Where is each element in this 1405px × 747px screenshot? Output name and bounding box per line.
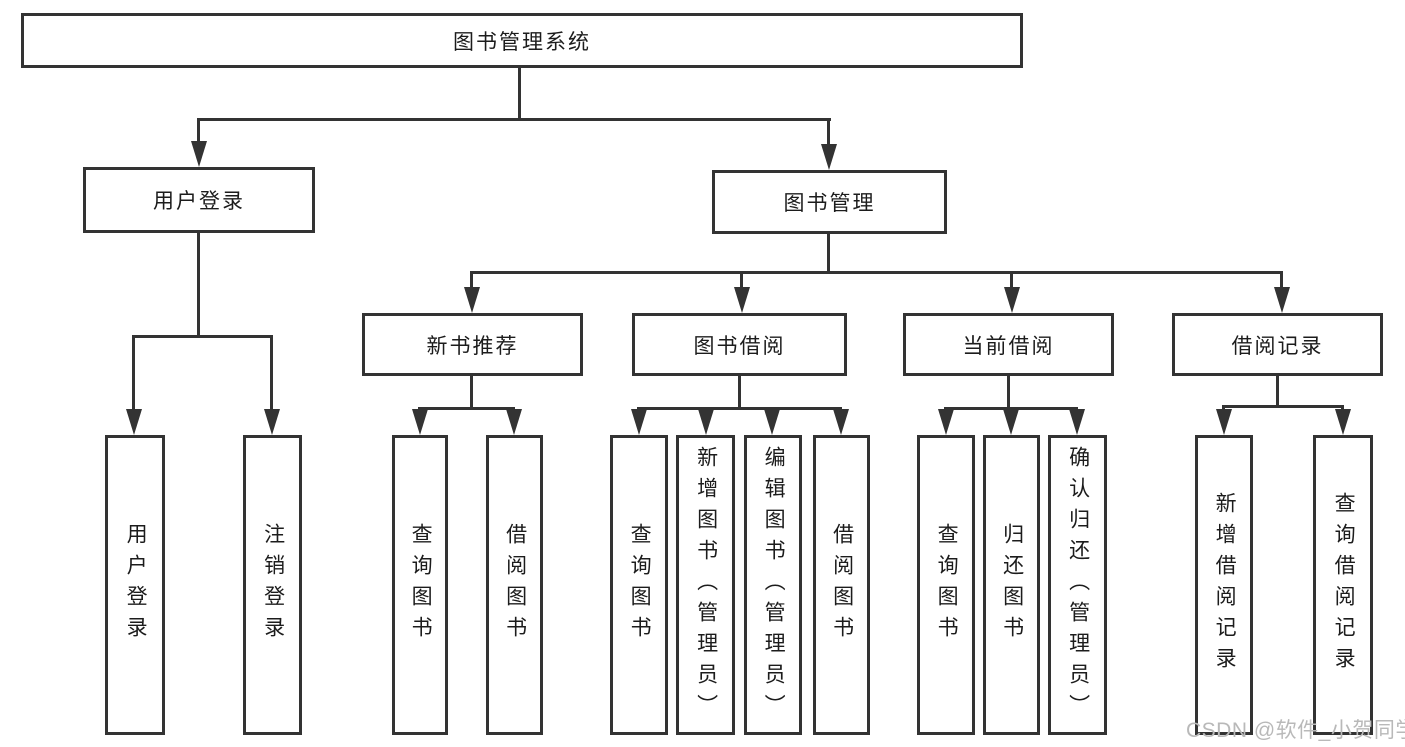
arrow-down-icon	[264, 409, 280, 435]
node-label: 图书借阅	[693, 334, 786, 358]
connector-line	[827, 118, 830, 146]
leaf-query-borrow-record: 查询借阅记录	[1313, 435, 1373, 735]
arrow-down-icon	[412, 409, 428, 435]
leaf-label: 借阅图书	[503, 523, 527, 647]
leaf-label: 查询图书	[409, 523, 433, 647]
arrow-down-icon	[833, 409, 849, 435]
leaf-edit-books-admin: 编辑图书（管理员）	[744, 435, 802, 735]
connector-line	[470, 271, 1283, 274]
leaf-label: 查询借阅记录	[1332, 492, 1356, 678]
node-user-login: 用户登录	[83, 167, 315, 233]
node-book-borrowing: 图书借阅	[632, 313, 847, 376]
leaf-label: 确认归还（管理员）	[1066, 445, 1090, 725]
arrow-down-icon	[734, 287, 750, 313]
connector-line	[197, 118, 200, 143]
arrow-down-icon	[764, 409, 780, 435]
connector-line	[1276, 376, 1279, 407]
connector-line	[132, 335, 135, 411]
connector-line	[827, 234, 830, 273]
leaf-borrow-books-recommend: 借阅图书	[486, 435, 543, 735]
arrow-down-icon	[191, 141, 207, 167]
leaf-query-books-recommend: 查询图书	[392, 435, 448, 735]
leaf-label: 编辑图书（管理员）	[762, 445, 786, 725]
connector-line	[132, 335, 273, 338]
connector-line	[738, 376, 741, 409]
arrow-down-icon	[1335, 409, 1351, 435]
connector-line	[1007, 376, 1010, 409]
leaf-label: 查询图书	[628, 523, 652, 647]
connector-line	[197, 233, 200, 337]
leaf-query-books-current: 查询图书	[917, 435, 975, 735]
connector-line	[197, 118, 831, 121]
arrow-down-icon	[464, 287, 480, 313]
arrow-down-icon	[1069, 409, 1085, 435]
leaf-label: 新增图书（管理员）	[694, 445, 718, 725]
connector-line	[1010, 271, 1013, 289]
arrow-down-icon	[698, 409, 714, 435]
connector-line	[1222, 405, 1344, 408]
connector-line	[637, 407, 842, 410]
node-label: 当前借阅	[962, 334, 1055, 358]
leaf-logout: 注销登录	[243, 435, 302, 735]
connector-line	[470, 376, 473, 409]
leaf-label: 注销登录	[261, 523, 285, 647]
leaf-add-books-admin: 新增图书（管理员）	[676, 435, 735, 735]
arrow-down-icon	[1003, 409, 1019, 435]
connector-line	[270, 335, 273, 411]
leaf-add-borrow-record: 新增借阅记录	[1195, 435, 1253, 735]
node-label: 图书管理系统	[453, 30, 591, 54]
leaf-query-books-borrowing: 查询图书	[610, 435, 668, 735]
node-root-book-management-system: 图书管理系统	[21, 13, 1023, 68]
node-label: 新书推荐	[426, 334, 519, 358]
leaf-label: 归还图书	[1000, 523, 1024, 647]
leaf-label: 查询图书	[935, 523, 959, 647]
leaf-user-login: 用户登录	[105, 435, 165, 735]
arrow-down-icon	[1274, 287, 1290, 313]
connector-line	[518, 68, 521, 120]
connector-line	[1280, 271, 1283, 289]
leaf-label: 新增借阅记录	[1213, 492, 1237, 678]
node-borrowing-records: 借阅记录	[1172, 313, 1383, 376]
node-label: 借阅记录	[1231, 334, 1324, 358]
arrow-down-icon	[1216, 409, 1232, 435]
arrow-down-icon	[1004, 287, 1020, 313]
node-current-borrowing: 当前借阅	[903, 313, 1114, 376]
arrow-down-icon	[126, 409, 142, 435]
leaf-return-books: 归还图书	[983, 435, 1040, 735]
leaf-label: 用户登录	[124, 523, 148, 647]
arrow-down-icon	[938, 409, 954, 435]
connector-line	[418, 407, 515, 410]
node-book-management: 图书管理	[712, 170, 947, 234]
arrow-down-icon	[821, 144, 837, 170]
leaf-label: 借阅图书	[830, 523, 854, 647]
node-label: 图书管理	[783, 192, 876, 215]
connector-line	[740, 271, 743, 289]
arrow-down-icon	[631, 409, 647, 435]
csdn-watermark: CSDN @软件_小贺同学	[1186, 719, 1405, 742]
connector-line	[470, 271, 473, 289]
leaf-confirm-return-admin: 确认归还（管理员）	[1048, 435, 1107, 735]
node-label: 用户登录	[153, 190, 245, 213]
leaf-borrow-books-borrowing: 借阅图书	[813, 435, 870, 735]
node-new-book-recommend: 新书推荐	[362, 313, 583, 376]
arrow-down-icon	[506, 409, 522, 435]
